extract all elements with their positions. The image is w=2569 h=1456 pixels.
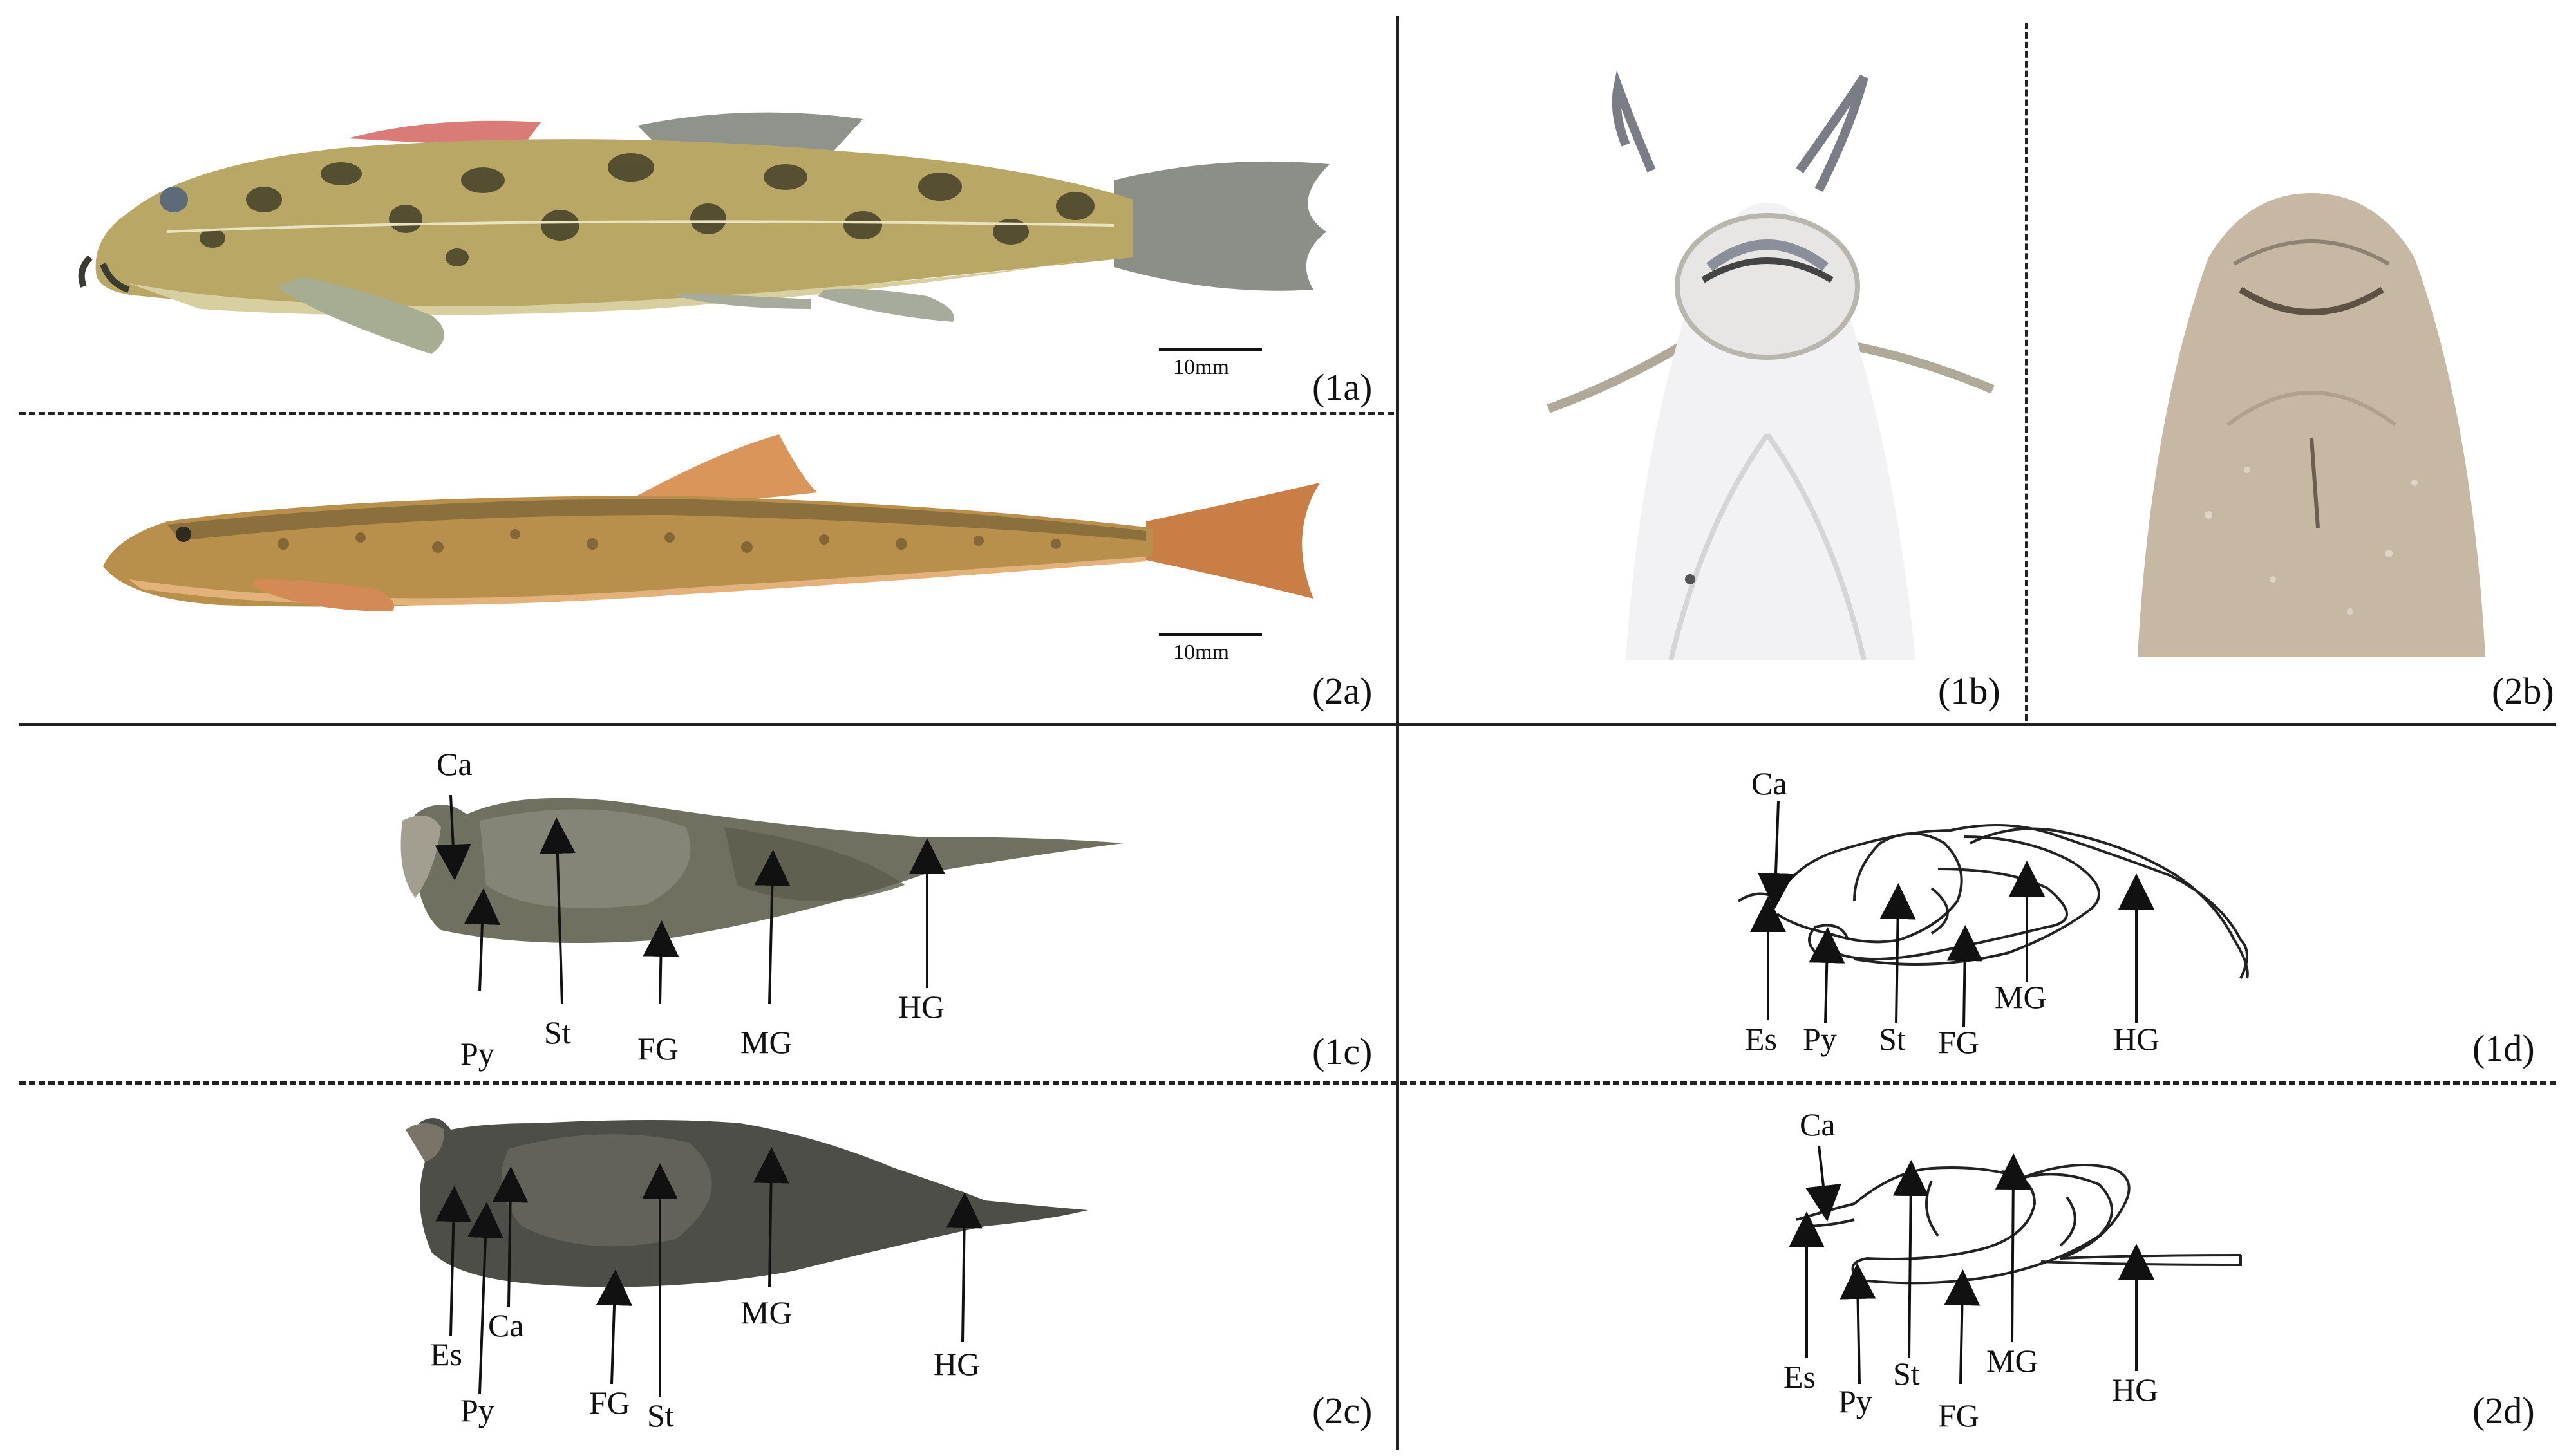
label-1d-es: Es [1745,1021,1777,1057]
vertical-divider-b [2025,23,2028,721]
label-2d-fg: FG [1938,1397,1979,1433]
label-1d-st: St [1879,1021,1906,1057]
label-2c-mg: MG [740,1294,793,1330]
label-2d-hg: HG [2112,1372,2159,1408]
scale-label-2a: 10mm [1173,640,1229,664]
label-2c-es: Es [430,1336,462,1372]
scale-bar-2a [1159,633,1262,636]
label-2d-es: Es [1783,1359,1816,1395]
label-2d-mg: MG [1986,1343,2038,1379]
label-1d-mg: MG [1995,979,2047,1015]
label-1d-ca: Ca [1751,765,1787,801]
fish-2a-image [103,434,1320,611]
panel-label-2b: (2b) [2492,670,2554,712]
label-1c-ca: Ca [437,746,473,782]
panel-label-1c: (1c) [1312,1031,1373,1072]
scale-label-1a: 10mm [1173,355,1229,379]
horizontal-divider-a [19,412,1394,415]
scale-bar-1a [1159,348,1262,351]
vertical-divider-main [1396,16,1399,1450]
panel-label-2a: (2a) [1312,670,1373,712]
label-1d-hg: HG [2113,1021,2160,1057]
label-1d-fg: FG [1938,1024,1979,1060]
label-2d-py: Py [1838,1383,1872,1419]
panel-label-2c: (2c) [1312,1390,1373,1432]
label-1c-mg: MG [740,1024,793,1060]
fish-1a-image [78,112,1330,354]
label-2c-py: Py [460,1392,494,1428]
label-2d-st: St [1893,1356,1920,1392]
label-2c-st: St [647,1397,674,1433]
label-2c-ca: Ca [488,1307,524,1343]
label-2c-fg: FG [589,1385,630,1421]
panel-label-2d: (2d) [2472,1390,2535,1432]
panel-label-1b: (1b) [1938,670,2000,712]
panel-label-1a: (1a) [1312,366,1373,408]
head-2b-image [2138,193,2485,657]
horizontal-divider-main [19,723,2556,726]
label-1c-py: Py [460,1036,494,1072]
label-1c-hg: HG [898,989,945,1025]
label-1c-st: St [544,1014,571,1050]
label-2c-hg: HG [934,1346,981,1382]
label-2d-ca: Ca [1800,1106,1836,1143]
horizontal-divider-c [19,1081,2556,1085]
mouth-1b-image [1547,70,1995,660]
label-1d-py: Py [1803,1021,1837,1057]
label-1c-fg: FG [637,1031,679,1067]
panel-label-1d: (1d) [2472,1027,2535,1069]
